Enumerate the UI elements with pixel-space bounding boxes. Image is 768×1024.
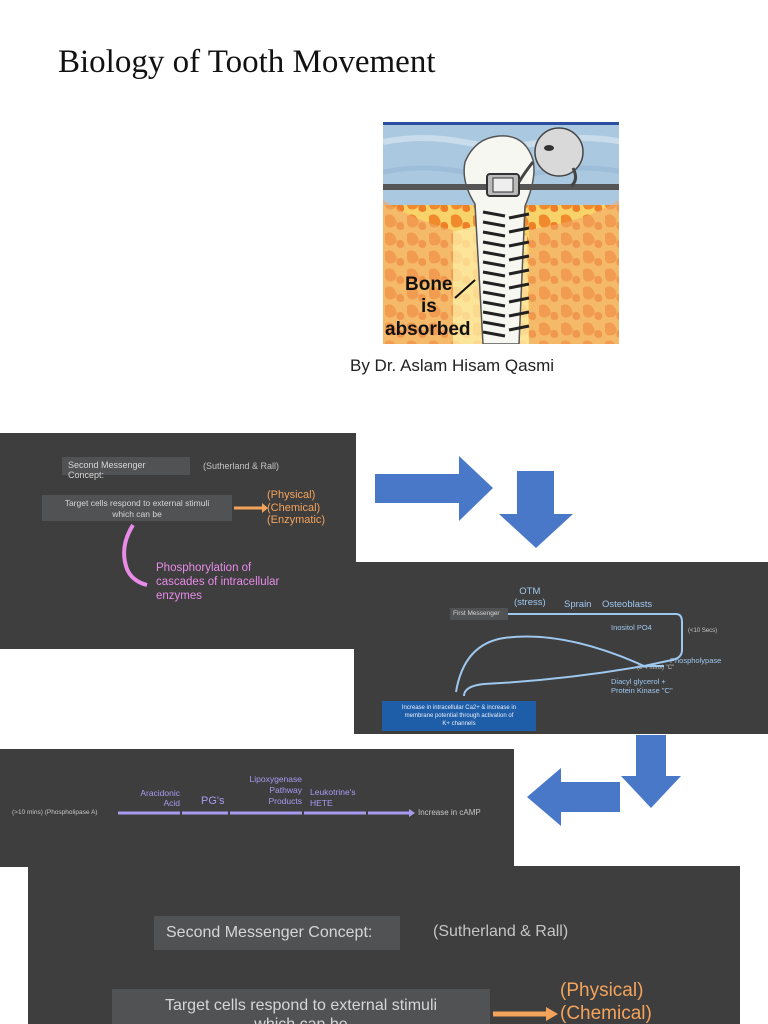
- aracidonic-line-2: Acid: [163, 798, 180, 808]
- target-large-line-1: Target cells respond to external stimuli: [164, 997, 438, 1014]
- caption-bone: Bone: [405, 274, 453, 295]
- stimuli-list-large: (Physical) (Chemical): [560, 979, 652, 1024]
- slide-first-messenger: First Messenger OTM (stress) Sprain Oste…: [354, 562, 768, 734]
- otm-line-1: OTM: [519, 586, 541, 597]
- slide3-pathway-line: [118, 809, 415, 817]
- target-line-2: which can be: [112, 509, 162, 519]
- otm-line-2: (stress): [514, 597, 546, 608]
- otm-label: OTM (stress): [514, 586, 546, 608]
- arrow-down-icon-2: [621, 735, 681, 808]
- stimulus-physical: (Physical): [267, 489, 316, 501]
- lipox-line-2: Pathway: [269, 785, 302, 795]
- concept-authors: (Sutherland & Rall): [203, 461, 280, 471]
- arrow-left-icon: [527, 768, 620, 826]
- diacyl-label: Diacyl glycerol + Protein Kinase "C": [611, 677, 673, 695]
- phosphorylation-text: Phosphorylation of cascades of intracell…: [156, 561, 279, 603]
- phospho-line-3: enzymes: [156, 590, 203, 602]
- stimulus-physical-large: (Physical): [560, 980, 644, 1001]
- box-line-3: K+ channels: [442, 721, 476, 727]
- lipoxygenase-label: Lipoxygenase Pathway Products: [236, 774, 302, 807]
- leuko-line-1: Leukotrine's: [310, 787, 356, 797]
- tooth-bone-illustration: Bone is absorbed: [383, 122, 619, 344]
- osteoblasts-label: Osteoblasts: [602, 599, 653, 610]
- stimulus-enzymatic: (Enzymatic): [267, 514, 326, 526]
- phospholypase-label: Phospholypase: [670, 656, 722, 665]
- concept-heading-large: Second Messenger Concept:: [154, 916, 400, 950]
- slide-second-messenger-2: Second Messenger Concept: (Sutherland & …: [28, 866, 740, 1024]
- concept-heading: Second Messenger Concept:: [62, 457, 190, 480]
- phospho-line-2: cascades of intracellular: [156, 576, 280, 588]
- pathway-start-label: (>10 mins) (Phospholipase A): [12, 809, 98, 816]
- diacyl-line-1: Diacyl glycerol +: [611, 677, 666, 686]
- diacyl-line-2: Protein Kinase "C": [611, 686, 673, 695]
- slide4-connector: [493, 1007, 558, 1021]
- target-cells-box: Target cells respond to external stimuli…: [42, 495, 232, 521]
- arrow-down-icon: [499, 471, 573, 548]
- caption-is: is: [421, 296, 437, 317]
- target-line-1: Target cells respond to external stimuli: [64, 498, 210, 508]
- author-byline: By Dr. Aslam Hisam Qasmi: [350, 356, 555, 375]
- slide2-pathway-lines: [455, 613, 683, 697]
- box-line-2: membrane potential through activation of: [404, 713, 514, 719]
- lipox-line-3: Products: [268, 796, 302, 806]
- stimuli-list: (Physical) (Chemical) (Enzymatic): [267, 489, 325, 527]
- phospho-line-1: Phosphorylation of: [156, 562, 252, 574]
- aracidonic-label: Aracidonic Acid: [134, 788, 180, 808]
- cover-illustration: Bone is absorbed: [383, 122, 619, 344]
- aracidonic-line-1: Aracidonic: [140, 788, 180, 798]
- secs-label: (<10 Secs): [688, 628, 718, 634]
- concept-authors-large: (Sutherland & Rall): [433, 923, 569, 940]
- calcium-increase-box: Increase in intracellular Ca2+ & increas…: [382, 701, 536, 731]
- page-title: Biology of Tooth Movement: [58, 44, 436, 80]
- sprain-label: Sprain: [564, 599, 592, 610]
- slide1-connectors: [122, 503, 268, 587]
- camp-label: Increase in cAMP: [418, 808, 481, 817]
- inositol-label: Inositol PO4: [611, 623, 652, 632]
- leuko-line-2: HETE: [310, 798, 333, 808]
- leukotrine-label: Leukotrine's HETE: [310, 787, 356, 809]
- caption-absorbed: absorbed: [385, 319, 471, 340]
- mins-label: (3-4 mins) "C": [637, 665, 675, 671]
- lipox-line-1: Lipoxygenase: [249, 774, 302, 784]
- slide-phospholipase-pathway: (>10 mins) (Phospholipase A) Aracidonic …: [0, 749, 514, 867]
- stimulus-chemical: (Chemical): [267, 501, 321, 514]
- slide-second-messenger-1: Second Messenger Concept: (Sutherland & …: [0, 433, 356, 649]
- stimulus-chemical-large: (Chemical): [560, 1003, 652, 1024]
- arrow-right-icon: [375, 456, 493, 521]
- target-large-line-2: which can be: [112, 1015, 490, 1024]
- first-messenger-label: First Messenger: [450, 608, 508, 620]
- target-cells-box-large: Target cells respond to external stimuli…: [112, 989, 490, 1024]
- box-line-1: Increase in intracellular Ca2+ & increas…: [401, 705, 517, 711]
- pgs-label: PG's: [201, 795, 225, 807]
